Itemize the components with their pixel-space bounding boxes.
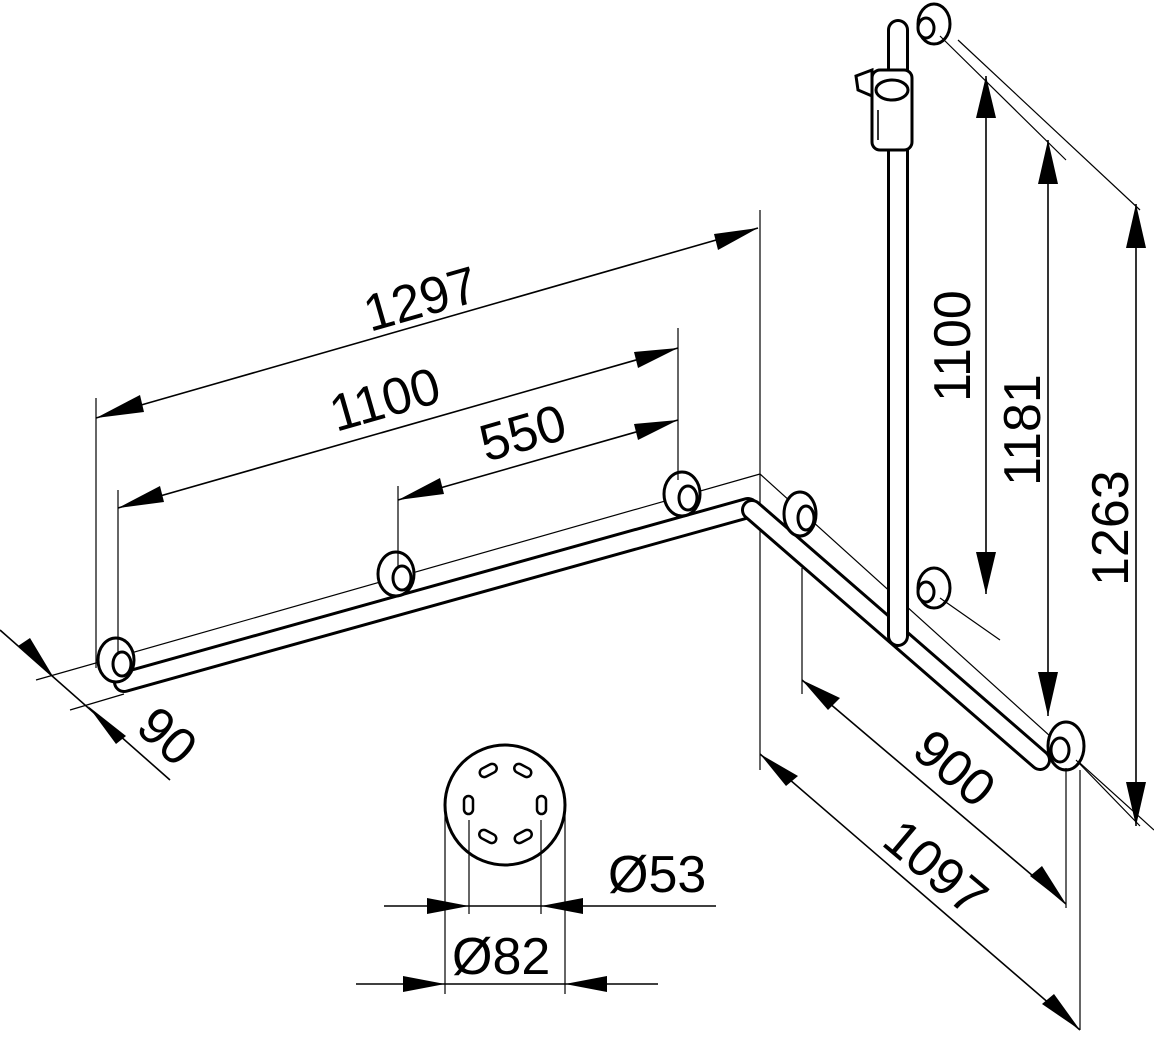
dimension-label-550: 550 — [473, 394, 572, 474]
dimension-label-900: 900 — [902, 719, 1006, 819]
mounting-slots — [462, 762, 548, 845]
wall-rose-right — [662, 470, 702, 518]
rose-detail: Ø53 Ø82 — [356, 743, 716, 994]
dimension-label-1097: 1097 — [872, 809, 998, 928]
dimension-label-1297: 1297 — [357, 256, 484, 344]
dimension-label-rose-inner: Ø53 — [608, 846, 706, 904]
dimension-1100-vertical: 1100 — [924, 35, 1067, 641]
wall-rose-middle — [376, 550, 416, 598]
dimension-label-1100-horizontal: 1100 — [323, 357, 446, 444]
dimension-label-1100-vertical: 1100 — [924, 290, 982, 402]
dimension-label-rose-outer: Ø82 — [452, 928, 550, 986]
dimension-1097: 1097 — [759, 753, 1081, 1031]
shower-head-holder — [854, 67, 914, 152]
dimension-label-90: 90 — [126, 696, 208, 778]
wall-rose-vertical-lower — [916, 566, 952, 610]
dimension-1181: 1181 — [957, 39, 1141, 716]
horizontal-grab-bar — [113, 497, 759, 693]
dimension-1263: 1263 — [1075, 204, 1146, 827]
dimension-label-1181: 1181 — [994, 374, 1052, 486]
wall-rose-left — [96, 636, 136, 684]
dimension-label-1263: 1263 — [1082, 470, 1140, 586]
wall-rose-top — [916, 2, 952, 46]
wall-rose-bottom — [1046, 720, 1086, 772]
wall-rose-corner — [782, 490, 818, 538]
